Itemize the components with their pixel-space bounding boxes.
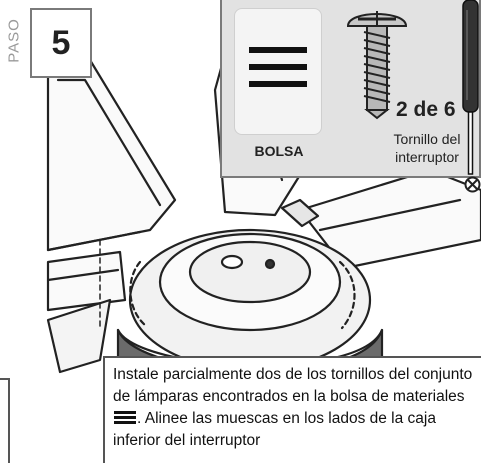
parts-panel: BOLSA 2 de 6 Tornillo del interruptor [220, 0, 481, 178]
bag-icon [114, 411, 136, 424]
screw-name: Tornillo del interruptor [372, 130, 481, 166]
screw-count: 2 de 6 [396, 98, 456, 121]
instruction-part2: . Alinee las muescas en los lados de la … [113, 410, 436, 449]
screw-icon [346, 11, 408, 120]
screw-name-line2: interruptor [395, 149, 459, 165]
instruction-text: Instale parcialmente dos de los tornillo… [113, 364, 475, 452]
instruction-part1: Instale parcialmente dos de los tornillo… [113, 366, 473, 405]
screwdriver-icon [462, 0, 479, 175]
instruction-box: Instale parcialmente dos de los tornillo… [103, 356, 481, 463]
bag-label: BOLSA [254, 143, 304, 159]
screw-name-line1: Tornillo del [393, 131, 461, 147]
phillips-icon [464, 176, 481, 193]
bag-icon [234, 8, 322, 135]
step-number: 5 [30, 8, 92, 78]
adjacent-box-fragment [0, 378, 10, 463]
